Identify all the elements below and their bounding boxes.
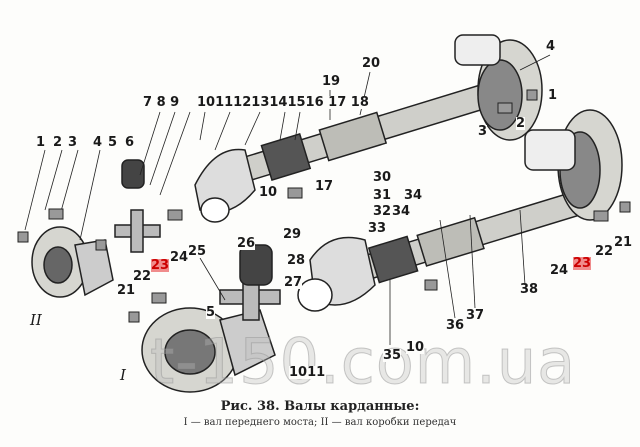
callout-label: 23 bbox=[573, 256, 592, 271]
flange-left-II bbox=[31, 226, 114, 298]
watermark: t-150.com.ua bbox=[149, 325, 577, 399]
callout-label: 10 bbox=[406, 340, 425, 355]
callout-label: 28 bbox=[287, 253, 306, 268]
figure-caption: Рис. 38. Валы карданные: bbox=[220, 399, 420, 414]
callout-label: 17 bbox=[315, 179, 334, 194]
callout-label: 5 bbox=[108, 135, 118, 150]
callout-label: 3 bbox=[68, 135, 78, 150]
callout-label: 22 bbox=[595, 244, 614, 259]
callout-label: 26 bbox=[237, 236, 256, 251]
callout-label: 35 bbox=[383, 348, 402, 363]
callout-label: 33 bbox=[368, 221, 387, 236]
flange-right bbox=[524, 109, 623, 221]
callout-label: 24 bbox=[550, 263, 569, 278]
callout-label: 1011 bbox=[289, 365, 326, 380]
callout-label: 4 bbox=[546, 39, 556, 54]
callout-label: II bbox=[30, 311, 42, 329]
callout-label: 32 bbox=[373, 204, 392, 219]
yoke-upper-left bbox=[194, 148, 256, 223]
callout-label: 29 bbox=[283, 227, 302, 242]
callout-label: 5 bbox=[206, 305, 216, 320]
callout-label: 1 bbox=[36, 135, 46, 150]
callout-label: 4 bbox=[93, 135, 103, 150]
yoke-center bbox=[297, 236, 376, 312]
callout-label: 24 bbox=[170, 250, 189, 265]
callout-label: 10111213141516 17 18 bbox=[197, 95, 369, 110]
callout-label: 30 bbox=[373, 170, 392, 185]
shaft-gearbox bbox=[331, 188, 589, 290]
callout-label: 21 bbox=[117, 283, 136, 298]
callout-label: 27 bbox=[284, 275, 303, 290]
callout-label: 21 bbox=[614, 235, 633, 250]
callout-label: 10 bbox=[259, 185, 278, 200]
callout-label: 36 bbox=[446, 318, 465, 333]
callout-label: 19 bbox=[322, 74, 341, 89]
callout-label: 3 bbox=[478, 124, 488, 139]
callout-label: 31 bbox=[373, 188, 392, 203]
callout-label: 2 bbox=[516, 116, 526, 131]
cross-left bbox=[114, 159, 161, 253]
shaft-front-axle bbox=[204, 71, 530, 193]
callout-label: 7 8 9 bbox=[143, 95, 180, 110]
callout-label: 38 bbox=[520, 282, 539, 297]
callout-label: 23 bbox=[151, 258, 170, 273]
callout-label: 2 bbox=[53, 135, 63, 150]
callout-label: 20 bbox=[362, 56, 381, 71]
callout-label: 22 bbox=[133, 269, 152, 284]
callout-label: 34 bbox=[392, 204, 411, 219]
flange-upper-right bbox=[454, 34, 543, 141]
callout-label: 1 bbox=[548, 88, 558, 103]
callout-label: I bbox=[120, 366, 126, 384]
callout-label: 34 bbox=[404, 188, 423, 203]
figure-subcaption: I — вал переднего моста; II — вал коробк… bbox=[183, 417, 457, 428]
callout-label: 37 bbox=[466, 308, 485, 323]
callout-label: 6 bbox=[125, 135, 135, 150]
cross-lower bbox=[219, 244, 281, 321]
callout-label: 25 bbox=[188, 244, 207, 259]
